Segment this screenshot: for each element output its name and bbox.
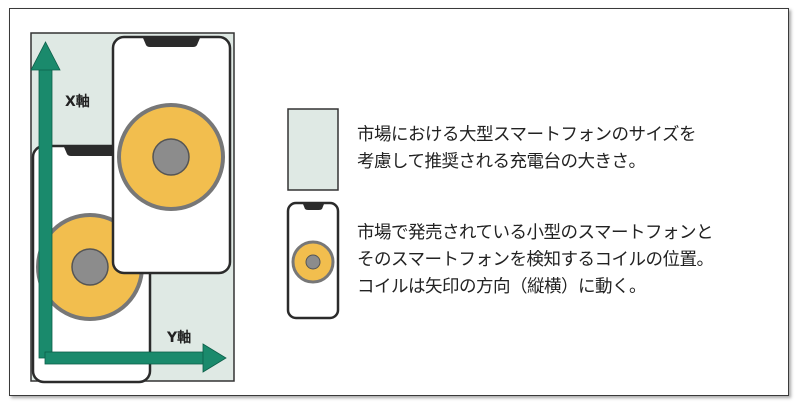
legend-phone-line: そのスマートフォンを検知するコイルの位置。 [357,250,714,270]
legend-phone-line: 市場で発売されている小型のスマートフォンと [357,223,713,243]
legend-text-phone: 市場で発売されている小型のスマートフォンと そのスマートフォンを検知するコイルの… [357,220,714,301]
y-axis-arrow [44,343,227,373]
legend-phone-line: コイルは矢印の方向（縦横）に動く。 [357,277,647,297]
legend-charger-line: 市場における大型スマートフォンのサイズを [357,125,696,145]
y-axis-label: Y軸 [166,329,191,346]
x-axis-arrow [30,41,61,359]
coil-upper [117,103,225,211]
legend-text-charger: 市場における大型スマートフォンのサイズを 考慮して推奨される充電台の大きさ。 [357,122,696,176]
legend-charger-line: 考慮して推奨される充電台の大きさ。 [357,152,646,172]
x-axis-label: X軸 [65,93,90,110]
legend-charger-swatch [287,108,339,191]
phone-lower [31,144,152,384]
legend-phone-swatch [286,201,340,320]
phone-upper [111,35,232,275]
